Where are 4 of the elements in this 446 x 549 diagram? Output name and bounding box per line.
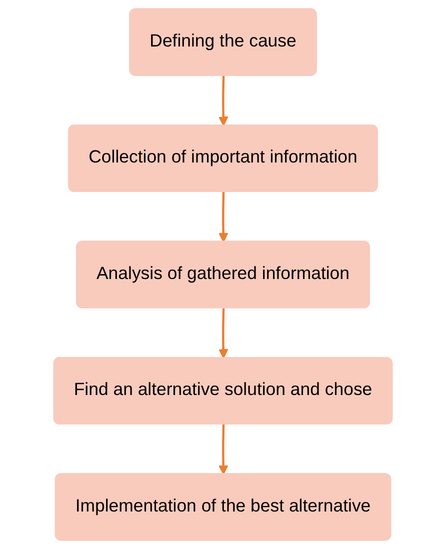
arrow bbox=[218, 76, 228, 126]
arrow bbox=[218, 192, 228, 242]
arrow bbox=[218, 424, 228, 475]
arrow bbox=[218, 308, 228, 358]
